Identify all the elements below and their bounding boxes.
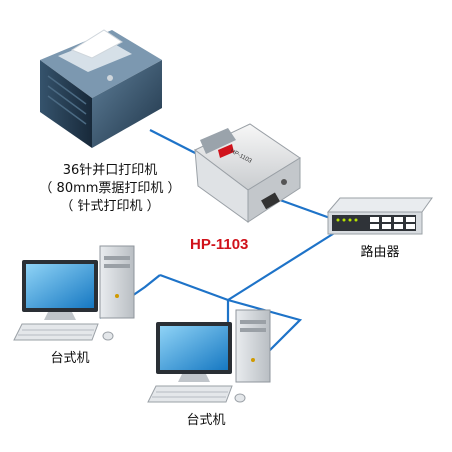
desktop-1-icon (13, 245, 135, 341)
printer-label-line3: （ 针式打印机 ） (60, 199, 160, 214)
desktop-2-label: 台式机 (186, 413, 226, 428)
printer-label-line1: 36针并口打印机 (62, 163, 158, 178)
router-icon (326, 197, 433, 235)
router-label: 路由器 (360, 245, 400, 260)
desktop-2-icon (147, 309, 271, 403)
printer-icon (40, 29, 162, 148)
print-server-model-label: HP-1103 (190, 236, 249, 253)
cable-server-to-router (279, 198, 331, 220)
desktop-1-label: 台式机 (50, 351, 90, 366)
printer-label-line2: （ 80mm票据打印机 ） (39, 181, 181, 196)
cable-router-to-lan (227, 231, 337, 301)
print-server-icon: HP-1103 (194, 123, 301, 223)
